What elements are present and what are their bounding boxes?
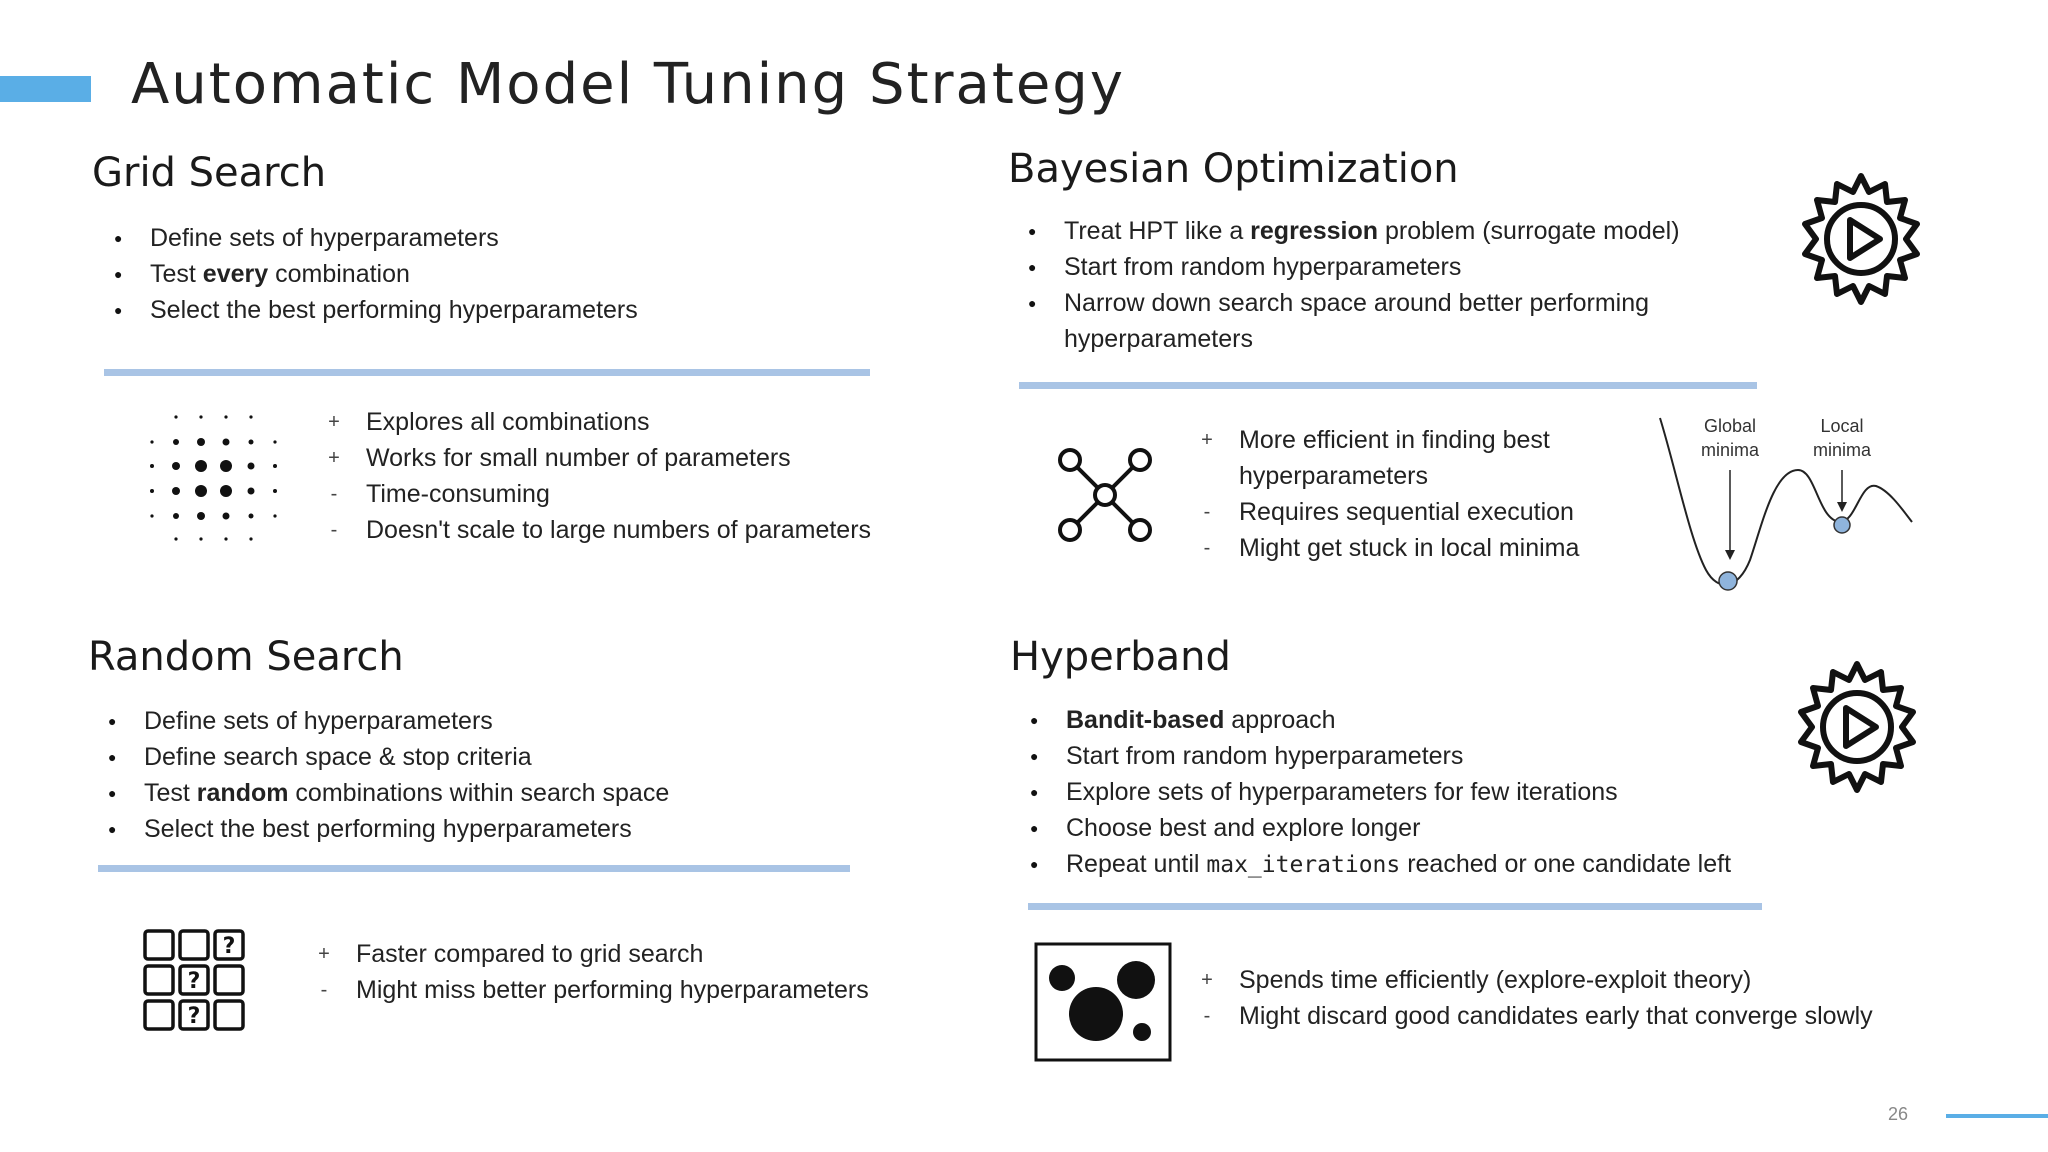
hyperband-pros-cons: +Spends time efficiently (explore-exploi… <box>1197 962 1873 1034</box>
list-item: Start from random hyperparameters <box>1024 249 1680 285</box>
global-minima-label-2: minima <box>1701 440 1760 460</box>
list-item: Define sets of hyperparameters <box>110 220 638 256</box>
hyperband-title: Hyperband <box>1010 634 1231 680</box>
list-item: Test every combination <box>110 256 638 292</box>
question-mark: ? <box>223 934 236 959</box>
list-item: Repeat until max_iterations reached or o… <box>1026 846 1731 882</box>
slide-title: Automatic Model Tuning Strategy <box>131 52 1125 117</box>
hyperband-bullets: Bandit-based approach Start from random … <box>1026 702 1731 882</box>
bubbles-icon <box>1034 942 1172 1062</box>
list-item: -Requires sequential execution <box>1203 498 1574 526</box>
gear-play-icon <box>1802 173 1920 305</box>
grid-search-title: Grid Search <box>92 150 327 196</box>
bayesian-divider <box>1019 382 1757 389</box>
bayesian-title: Bayesian Optimization <box>1008 146 1459 192</box>
network-nodes-icon <box>1058 448 1152 542</box>
question-grid-icon: ? ? ? <box>143 929 245 1031</box>
list-item: Define search space & stop criteria <box>104 739 669 775</box>
list-item: Select the best performing hyperparamete… <box>110 292 638 328</box>
global-minima-label-1: Global <box>1704 416 1756 436</box>
list-item: -Might get stuck in local minima <box>1203 534 1580 562</box>
list-item: -Doesn't scale to large numbers of param… <box>330 516 872 544</box>
list-item: +Faster compared to grid search <box>318 940 704 968</box>
random-search-divider <box>98 865 850 872</box>
bayesian-pros-cons: +More efficient in finding best hyperpar… <box>1197 422 1579 566</box>
list-item: Treat HPT like a regression problem (sur… <box>1024 213 1680 249</box>
title-accent-bar <box>0 76 91 102</box>
page-number: 26 <box>1888 1104 1909 1124</box>
grid-search-pros-cons: +Explores all combinations +Works for sm… <box>324 404 871 548</box>
footer-accent-line <box>1946 1114 2048 1118</box>
list-item: hyperparameters <box>1064 325 1253 353</box>
local-minima-label-1: Local <box>1820 416 1863 436</box>
list-item: +More efficient in finding best <box>1201 426 1550 454</box>
random-search-title: Random Search <box>88 634 404 680</box>
list-item: +Spends time efficiently (explore-exploi… <box>1201 966 1752 994</box>
grid-search-divider <box>104 369 870 376</box>
minima-curve-diagram: Global minima Local minima <box>1659 416 1913 591</box>
list-item: +Explores all combinations <box>328 408 650 436</box>
list-item: Narrow down search space around better p… <box>1024 285 1680 321</box>
list-item: Select the best performing hyperparamete… <box>104 811 669 847</box>
bayesian-bullets: Treat HPT like a regression problem (sur… <box>1024 213 1680 357</box>
question-mark: ? <box>188 1004 201 1029</box>
list-item: -Time-consuming <box>330 480 550 508</box>
gear-play-icon <box>1798 661 1916 793</box>
list-item: +Works for small number of parameters <box>328 444 791 472</box>
list-item: Define sets of hyperparameters <box>104 703 669 739</box>
random-search-bullets: Define sets of hyperparameters Define se… <box>104 703 669 847</box>
dot-grid-icon <box>150 415 277 541</box>
hyperband-divider <box>1028 903 1762 910</box>
random-search-pros-cons: +Faster compared to grid search -Might m… <box>314 936 869 1008</box>
list-item: Start from random hyperparameters <box>1026 738 1731 774</box>
list-item: Explore sets of hyperparameters for few … <box>1026 774 1731 810</box>
list-item: Bandit-based approach <box>1026 702 1731 738</box>
list-item: Choose best and explore longer <box>1026 810 1731 846</box>
list-item: Test random combinations within search s… <box>104 775 669 811</box>
list-item: -Might discard good candidates early tha… <box>1203 1002 1873 1030</box>
local-minima-label-2: minima <box>1813 440 1872 460</box>
grid-search-bullets: Define sets of hyperparameters Test ever… <box>110 220 638 328</box>
list-item: hyperparameters <box>1239 462 1428 490</box>
list-item: -Might miss better performing hyperparam… <box>320 976 869 1004</box>
question-mark: ? <box>188 969 201 994</box>
